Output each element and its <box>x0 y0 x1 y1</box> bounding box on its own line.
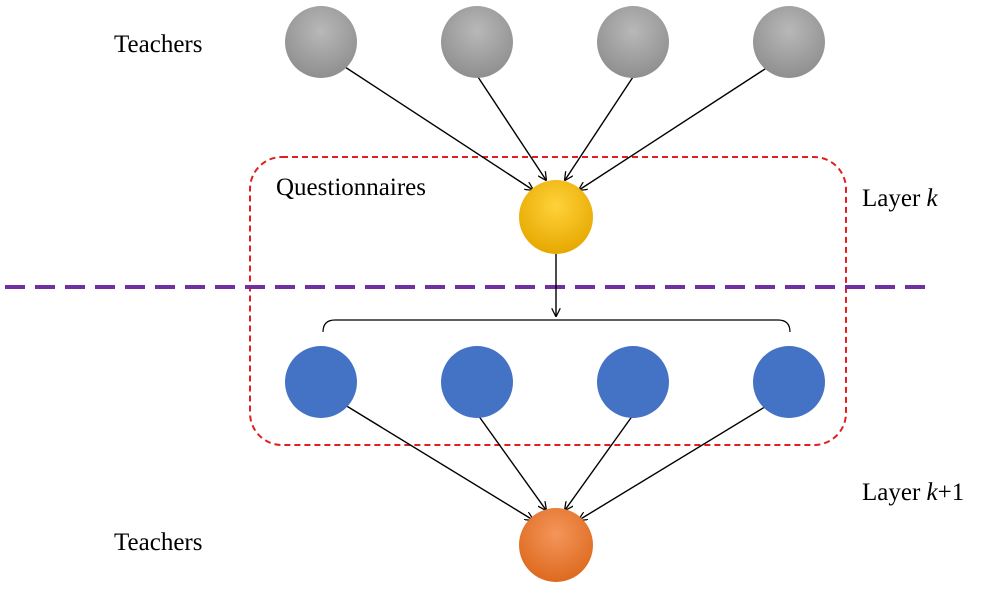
item-node-4 <box>753 346 825 418</box>
items-bracket <box>322 319 791 333</box>
layer-k-label: Layer k <box>862 185 939 212</box>
edge-item1-output <box>344 404 533 520</box>
layer-k-prefix: Layer <box>862 185 927 212</box>
layer-k1-suffix: +1 <box>938 479 965 506</box>
edge-teacher4-questionnaire <box>579 66 769 190</box>
teacher-node-3 <box>597 6 669 78</box>
item-node-3 <box>597 346 669 418</box>
edge-item4-output <box>579 404 769 520</box>
questionnaire-group-box <box>249 156 847 446</box>
layer-k-var: k <box>927 185 939 212</box>
layer-k1-var: k <box>927 479 939 506</box>
item-node-2 <box>441 346 513 418</box>
teacher-node-2 <box>441 6 513 78</box>
questionnaire-node <box>519 180 593 254</box>
layer-k1-prefix: Layer <box>862 479 927 506</box>
edge-teacher2-questionnaire <box>477 76 546 180</box>
layer-k1-label: Layer k+1 <box>862 479 964 506</box>
item-node-1 <box>285 346 357 418</box>
output-teacher-node <box>519 508 593 582</box>
top-teachers-label: Teachers <box>114 31 202 58</box>
teacher-node-1 <box>285 6 357 78</box>
edge-item3-output <box>565 414 634 510</box>
edge-teacher1-questionnaire <box>344 66 533 190</box>
questionnaires-label: Questionnaires <box>276 174 426 201</box>
teacher-node-4 <box>753 6 825 78</box>
bottom-teachers-label: Teachers <box>114 529 202 556</box>
edge-teacher3-questionnaire <box>565 76 634 180</box>
edge-item2-output <box>477 414 546 510</box>
